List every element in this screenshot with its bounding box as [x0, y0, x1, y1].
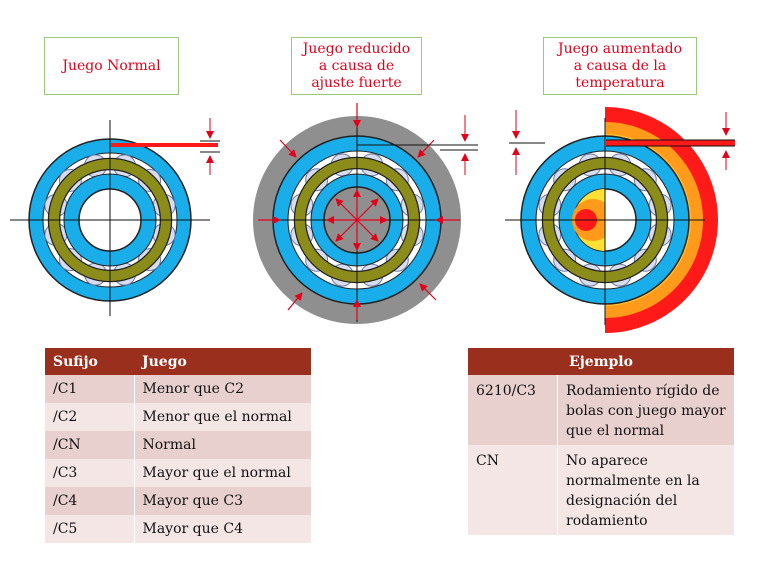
bearing-normal [10, 118, 220, 316]
table-row: /C1 Menor que C2 [45, 375, 311, 403]
label-juego-normal: Juego Normal [44, 37, 179, 95]
cell-codigo: CN [468, 445, 558, 535]
table-row: 6210/C3 Rodamiento rígido de bolas con j… [468, 375, 734, 445]
cell-sufijo: /CN [45, 431, 135, 459]
label-juego-aumentado-line-1: Juego aumentado [557, 40, 683, 57]
table-row: CN No aparece normalmente en la designac… [468, 445, 734, 535]
label-juego-reducido-line-2: a causa de [318, 57, 395, 74]
header-ejemplo: Ejemplo [468, 348, 734, 375]
table-header: Sufijo Juego [45, 348, 311, 375]
label-juego-aumentado: Juego aumentado a causa de la temperatur… [543, 37, 697, 95]
label-juego-reducido-line-1: Juego reducido [302, 40, 411, 57]
table-row: /CN Normal [45, 431, 311, 459]
cell-sufijo: /C2 [45, 403, 135, 431]
table-row: /C3 Mayor que el normal [45, 459, 311, 487]
table-header: Ejemplo [468, 348, 734, 375]
table-ejemplo: Ejemplo 6210/C3 Rodamiento rígido de bol… [468, 348, 734, 535]
label-juego-reducido-line-3: ajuste fuerte [311, 74, 402, 91]
label-juego-normal-text: Juego Normal [62, 57, 161, 74]
table-row: /C4 Mayor que C3 [45, 487, 311, 515]
cell-codigo: 6210/C3 [468, 375, 558, 445]
cell-descripcion: Rodamiento rígido de bolas con juego may… [557, 375, 734, 445]
cell-sufijo: /C3 [45, 459, 135, 487]
table-row: /C5 Mayor que C4 [45, 515, 311, 543]
bearing-diagrams [10, 103, 735, 333]
cell-juego: Mayor que C3 [134, 487, 311, 515]
cell-juego: Mayor que el normal [134, 459, 311, 487]
cell-juego: Normal [134, 431, 311, 459]
label-juego-aumentado-line-2: a causa de la [573, 57, 667, 74]
cell-descripcion: No aparece normalmente en la designación… [557, 445, 734, 535]
label-juego-aumentado-line-3: temperatura [575, 74, 665, 91]
header-sufijo: Sufijo [45, 348, 134, 375]
header-juego: Juego [134, 348, 311, 375]
table-sufijo-juego: Sufijo Juego /C1 Menor que C2 /C2 Menor … [45, 348, 311, 543]
bearing-reducido [253, 103, 478, 324]
cell-sufijo: /C4 [45, 487, 135, 515]
cell-juego: Menor que el normal [134, 403, 311, 431]
bearing-aumentado [505, 107, 735, 333]
cell-sufijo: /C1 [45, 375, 135, 403]
cell-juego: Menor que C2 [134, 375, 311, 403]
table-row: /C2 Menor que el normal [45, 403, 311, 431]
cell-juego: Mayor que C4 [134, 515, 311, 543]
label-juego-reducido: Juego reducido a causa de ajuste fuerte [291, 37, 422, 95]
cell-sufijo: /C5 [45, 515, 135, 543]
